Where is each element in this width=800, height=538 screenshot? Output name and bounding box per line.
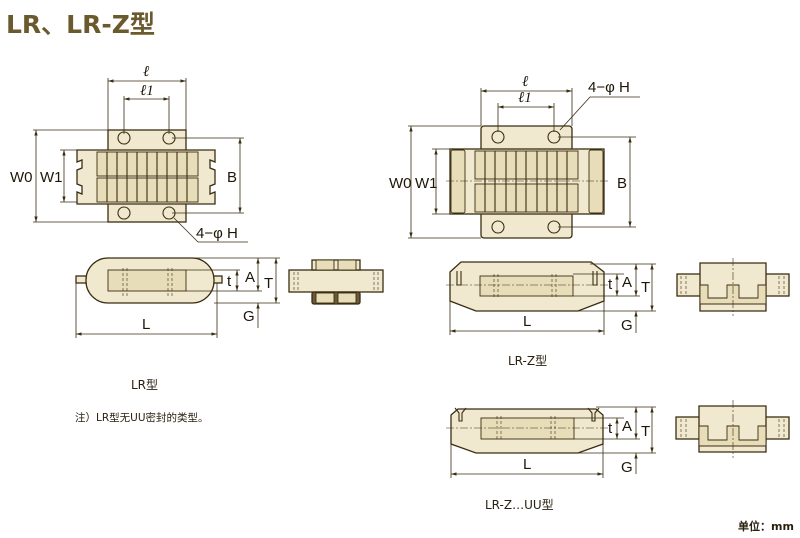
unit-label: 单位：mm	[738, 519, 794, 533]
caption-lrz-uu: LR-Z…UU型	[485, 498, 554, 512]
dim-w1-label: W1	[415, 175, 438, 192]
dim-b-label: B	[227, 169, 237, 186]
dim-g-label: G	[243, 308, 255, 325]
dim-l1-label: ℓ1	[518, 90, 532, 106]
caption-lr: LR型	[131, 378, 158, 392]
dim-w0-label: W0	[389, 175, 412, 192]
lrz-end-view	[676, 258, 790, 316]
lrz-uu-side-view: t A T G L	[446, 406, 656, 478]
dim-L-label: L	[523, 456, 531, 473]
page-title: LR、LR-Z型	[6, 10, 155, 39]
dim-w0-label: W0	[10, 169, 33, 186]
dim-L-label: L	[142, 316, 150, 333]
dim-a-label: A	[622, 418, 632, 435]
dim-T-label: T	[641, 279, 650, 296]
lr-end-view	[288, 259, 384, 305]
dim-g-label: G	[621, 459, 633, 476]
dim-l-label: ℓ	[522, 74, 528, 90]
hole-spec-label: 4−φ H	[196, 225, 238, 242]
dim-L-label: L	[523, 313, 531, 330]
dim-l-label: ℓ	[143, 64, 149, 80]
dim-b-label: B	[617, 175, 627, 192]
dim-l1-label: ℓ1	[140, 83, 154, 99]
lrz-uu-end-view	[675, 400, 790, 458]
dim-g-label: G	[621, 317, 633, 334]
lrz-side-view: t A T G L	[446, 261, 656, 335]
lrz-top-view: ℓ ℓ1 W0 W1 B 4−φ H	[389, 74, 640, 239]
dim-a-label: A	[245, 269, 255, 286]
lr-side-view: t A T G L	[75, 257, 280, 338]
hole-spec-label: 4−φ H	[588, 79, 630, 96]
dim-T-label: T	[641, 423, 650, 440]
note-text: 注）LR型无UU密封的类型。	[75, 411, 209, 424]
dim-a-label: A	[622, 274, 632, 291]
lr-top-view: ℓ ℓ1 W0 W1 B 4−φ H	[10, 64, 248, 243]
dim-t-label: t	[227, 273, 232, 290]
dim-t-label: t	[608, 276, 613, 293]
caption-lrz: LR-Z型	[508, 354, 547, 368]
dim-t-label: t	[608, 420, 613, 437]
dim-T-label: T	[264, 275, 273, 292]
dim-w1-label: W1	[40, 169, 63, 186]
